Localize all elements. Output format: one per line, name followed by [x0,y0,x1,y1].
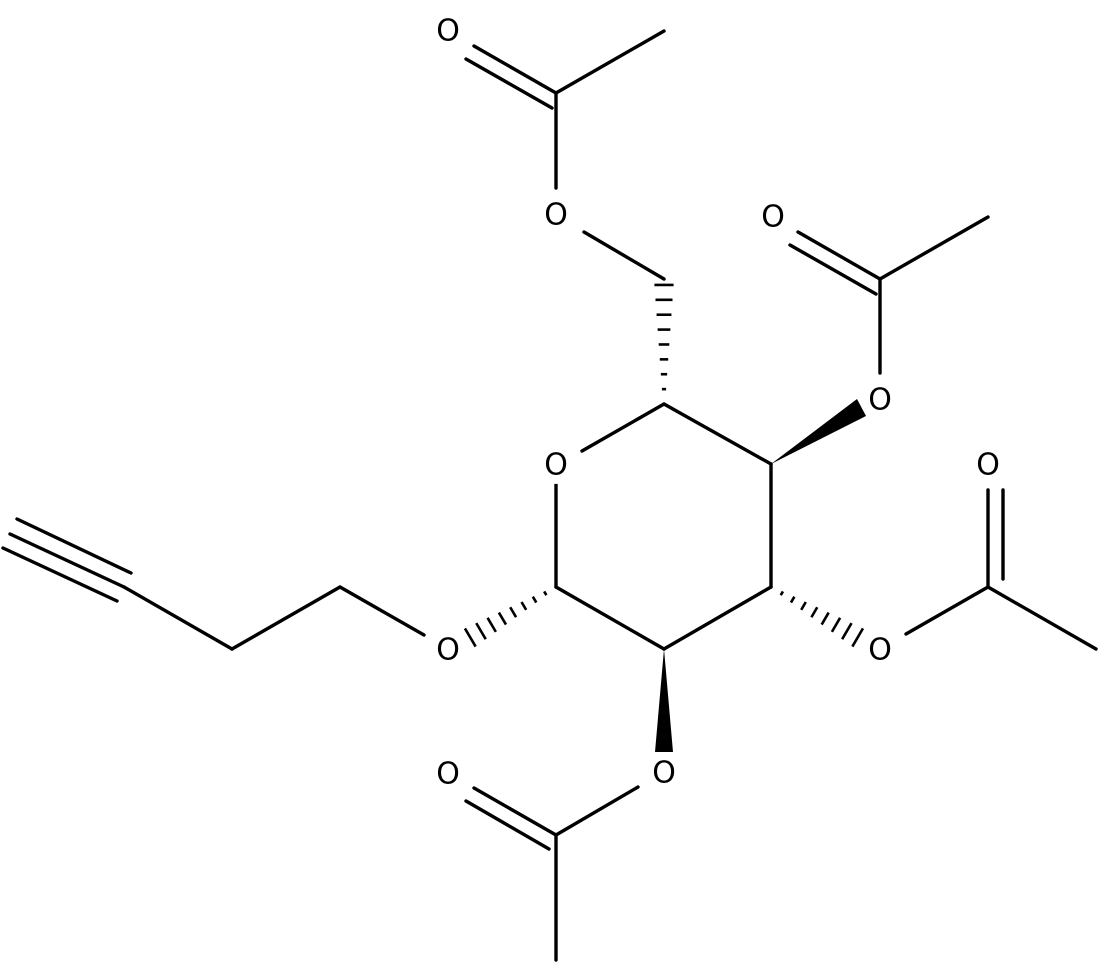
hash-c3-oac-dash-5 [820,611,830,626]
bond-layer [1,29,1098,962]
bond-c6-carbonyl-double-1 [472,44,558,95]
svg-text:O: O [436,14,460,49]
atom-c6-carbonyl-oxygen: O [429,12,467,50]
atom-c4-carbonyl-oxygen: O [754,198,792,236]
bond-c4-carbonyl-double-1 [796,230,882,281]
bond-c2-carbonyl-double-2 [464,799,551,851]
svg-text:O: O [868,633,892,668]
atom-label-layer: O O O O O O O O [429,12,1007,793]
bond-triple-3 [1,546,119,603]
hash-c1-oalkyl-dash-7 [475,622,487,640]
bond-c2-ester-o-carbonyl [554,785,640,837]
bond-ch2-ch2 [230,585,342,651]
wedge-bond-layer [655,399,866,752]
bond-triple-2 [15,517,133,575]
bond-c4-carbonyl-double-2 [788,243,878,296]
hash-c1-oalkyl-dash-8 [463,627,477,648]
svg-text:O: O [436,757,460,792]
svg-text:O: O [544,198,568,233]
hash-c3-oac-dash-2 [789,596,796,604]
bond-ch2-alkyne [122,585,234,651]
bond-c6-methyl [554,29,666,95]
hash-c1-oalkyl-dash-5 [497,611,508,626]
wedge-c4-oac [771,399,866,464]
hash-c1-oalkyl-dash-6 [486,617,497,633]
bond-c2-c1 [554,585,666,651]
svg-text:O: O [436,633,460,668]
atom-anomeric-oxygen: O [429,631,467,669]
hash-c3-oac-dash-3 [800,601,807,611]
atom-c3-carbonyl-oxygen: O [969,446,1007,484]
atom-c6-ester-oxygen: O [537,196,575,234]
bond-c4-methyl [878,215,990,281]
atom-ring-oxygen: O [537,446,575,484]
bond-c6-ester-oxygen [582,230,666,281]
hash-c1-oalkyl-dash-2 [531,596,538,604]
bond-c3-c2 [662,585,773,651]
bond-triple-1 [8,532,126,589]
bond-c6-carbonyl-double-2 [464,57,554,110]
bond-c2-carbonyl-double-1 [472,786,558,837]
hash-c1-oalkyl-dash-3 [520,601,528,611]
bond-c3-ester-o-carbonyl [904,585,990,636]
hash-c1-oalkyl-dash-1 [543,590,548,596]
svg-text:O: O [652,756,676,791]
hashed-bond-layer [463,283,865,648]
svg-text:O: O [868,383,892,418]
bond-c5-c4 [662,402,773,466]
bond-c3-methyl [986,585,1098,651]
bond-anomeric-o-ch2 [338,585,426,637]
hash-c1-oalkyl-dash-4 [509,606,518,618]
wedge-c2-oac [655,649,673,752]
hash-c3-oac-dash-1 [779,590,785,596]
svg-text:O: O [976,448,1000,483]
atom-c2-carbonyl-oxygen: O [429,755,467,793]
hash-c3-oac-dash-4 [810,606,819,618]
bond-ring-o-c5 [580,402,666,453]
svg-text:O: O [544,448,568,483]
hash-c3-oac-dash-6 [830,617,842,633]
atom-c2-ester-oxygen: O [645,754,683,792]
svg-text:O: O [761,200,785,235]
atom-c3-ester-oxygen: O [861,631,899,669]
atom-c4-ester-oxygen: O [861,381,899,419]
hash-c3-oac-dash-8 [851,627,865,648]
hash-c3-oac-dash-7 [841,622,853,640]
